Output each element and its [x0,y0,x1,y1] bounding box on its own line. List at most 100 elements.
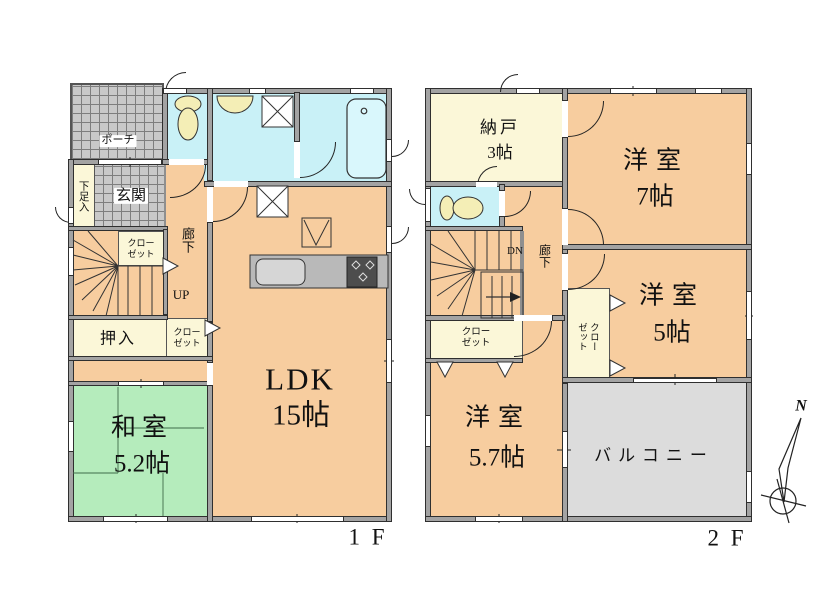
label-ldk-size: 15帖 [271,399,331,432]
label-compass-north: N [795,397,807,415]
label-entrance: 玄関 [113,187,149,205]
wall [207,385,213,522]
washing-machine-icon [261,95,294,128]
wall [562,137,568,209]
window [610,88,657,94]
bathtub-icon [346,98,387,179]
label-hallway-2f: 廊下 [537,244,552,268]
label-nando-size: 3帖 [487,142,513,162]
stairs-1f [72,230,165,317]
door-opening [562,254,568,290]
window [68,207,74,224]
wall [68,226,168,231]
refrigerator-icon [301,217,332,248]
wall [68,356,213,361]
wall [386,88,392,522]
window [68,247,74,276]
label-yoshitsu7-name: 洋室 [622,147,690,175]
sliding-door [118,381,164,386]
label-porch: ポーチ [99,134,137,147]
folding-door-marks [162,257,627,379]
wall [425,226,523,231]
door-opening [514,315,552,321]
label-ldk-name: LDK [265,361,335,397]
label-yoshitsu57-size: 5.7帖 [468,444,526,472]
washing-machine-icon [256,185,289,218]
room-entrance [93,161,165,231]
window [425,188,431,222]
window [103,516,168,522]
kitchen-counter [249,254,389,289]
label-dn: DN [507,245,523,258]
window [746,291,752,340]
window [350,88,374,94]
door-opening [214,181,248,187]
label-floor2: 2 F [707,525,747,551]
wall [204,181,392,187]
wall [207,88,213,181]
wall [294,92,300,142]
window [68,421,74,452]
window [746,143,752,175]
window [249,88,266,94]
door-opening [207,363,213,385]
label-nando-name: 納戸 [480,117,520,137]
room-yoshitsu57 [425,358,565,522]
door-opening [499,191,505,216]
label-up: UP [172,286,190,302]
label-closet-hall-1f: クローゼット [173,327,201,348]
wall [425,516,752,522]
closet-stair-1f [118,231,165,266]
window [695,88,722,94]
door-opening [207,187,213,222]
stair-side-wall [520,231,524,315]
wall [562,244,752,250]
step-line [164,163,166,229]
wall [499,184,505,191]
toilet-icon [174,95,202,141]
wall [552,315,565,321]
balcony-sliding-door [633,378,717,383]
label-yoshitsu5-name: 洋室 [638,282,706,310]
window [386,339,392,383]
door-opening [169,159,204,165]
label-washitsu-name: 和室 [110,414,174,442]
label-closet-stair-2f: クローゼット [461,327,491,349]
window [475,516,523,522]
washbasin-icon [216,95,254,114]
window [163,88,187,94]
wall [207,222,213,322]
toilet-icon [439,195,484,221]
label-yoshitsu5-size: 5帖 [653,319,691,347]
label-shoe-cabinet: 下足入 [77,180,89,212]
window [251,516,344,522]
compass-icon [760,417,807,524]
window [386,139,392,162]
label-yoshitsu7-size: 7帖 [636,183,674,211]
stairs-2f [430,230,524,319]
stove-icon [346,256,378,288]
label-hallway-1f: 廊下 [180,227,196,253]
door-opening [294,142,300,178]
entrance-door-opening [98,159,162,165]
label-washitsu-size: 5.2帖 [113,450,171,478]
label-balcony: バルコニー [594,445,714,465]
wall [425,358,523,363]
window [516,88,540,94]
tatami-lines [73,387,204,517]
door-opening [562,209,568,245]
door-opening [476,182,497,187]
kitchen-sink-icon [255,258,306,286]
balcony-sliding-door [562,431,568,468]
window [386,226,392,253]
door-opening [562,101,568,137]
room-ldk [207,181,392,522]
window [746,471,752,503]
label-floor1: 1 F [348,524,388,550]
label-yoshitsu57-name: 洋室 [464,404,532,432]
window [425,415,431,447]
wall [562,88,568,101]
label-oshiire: 押入 [99,330,137,348]
